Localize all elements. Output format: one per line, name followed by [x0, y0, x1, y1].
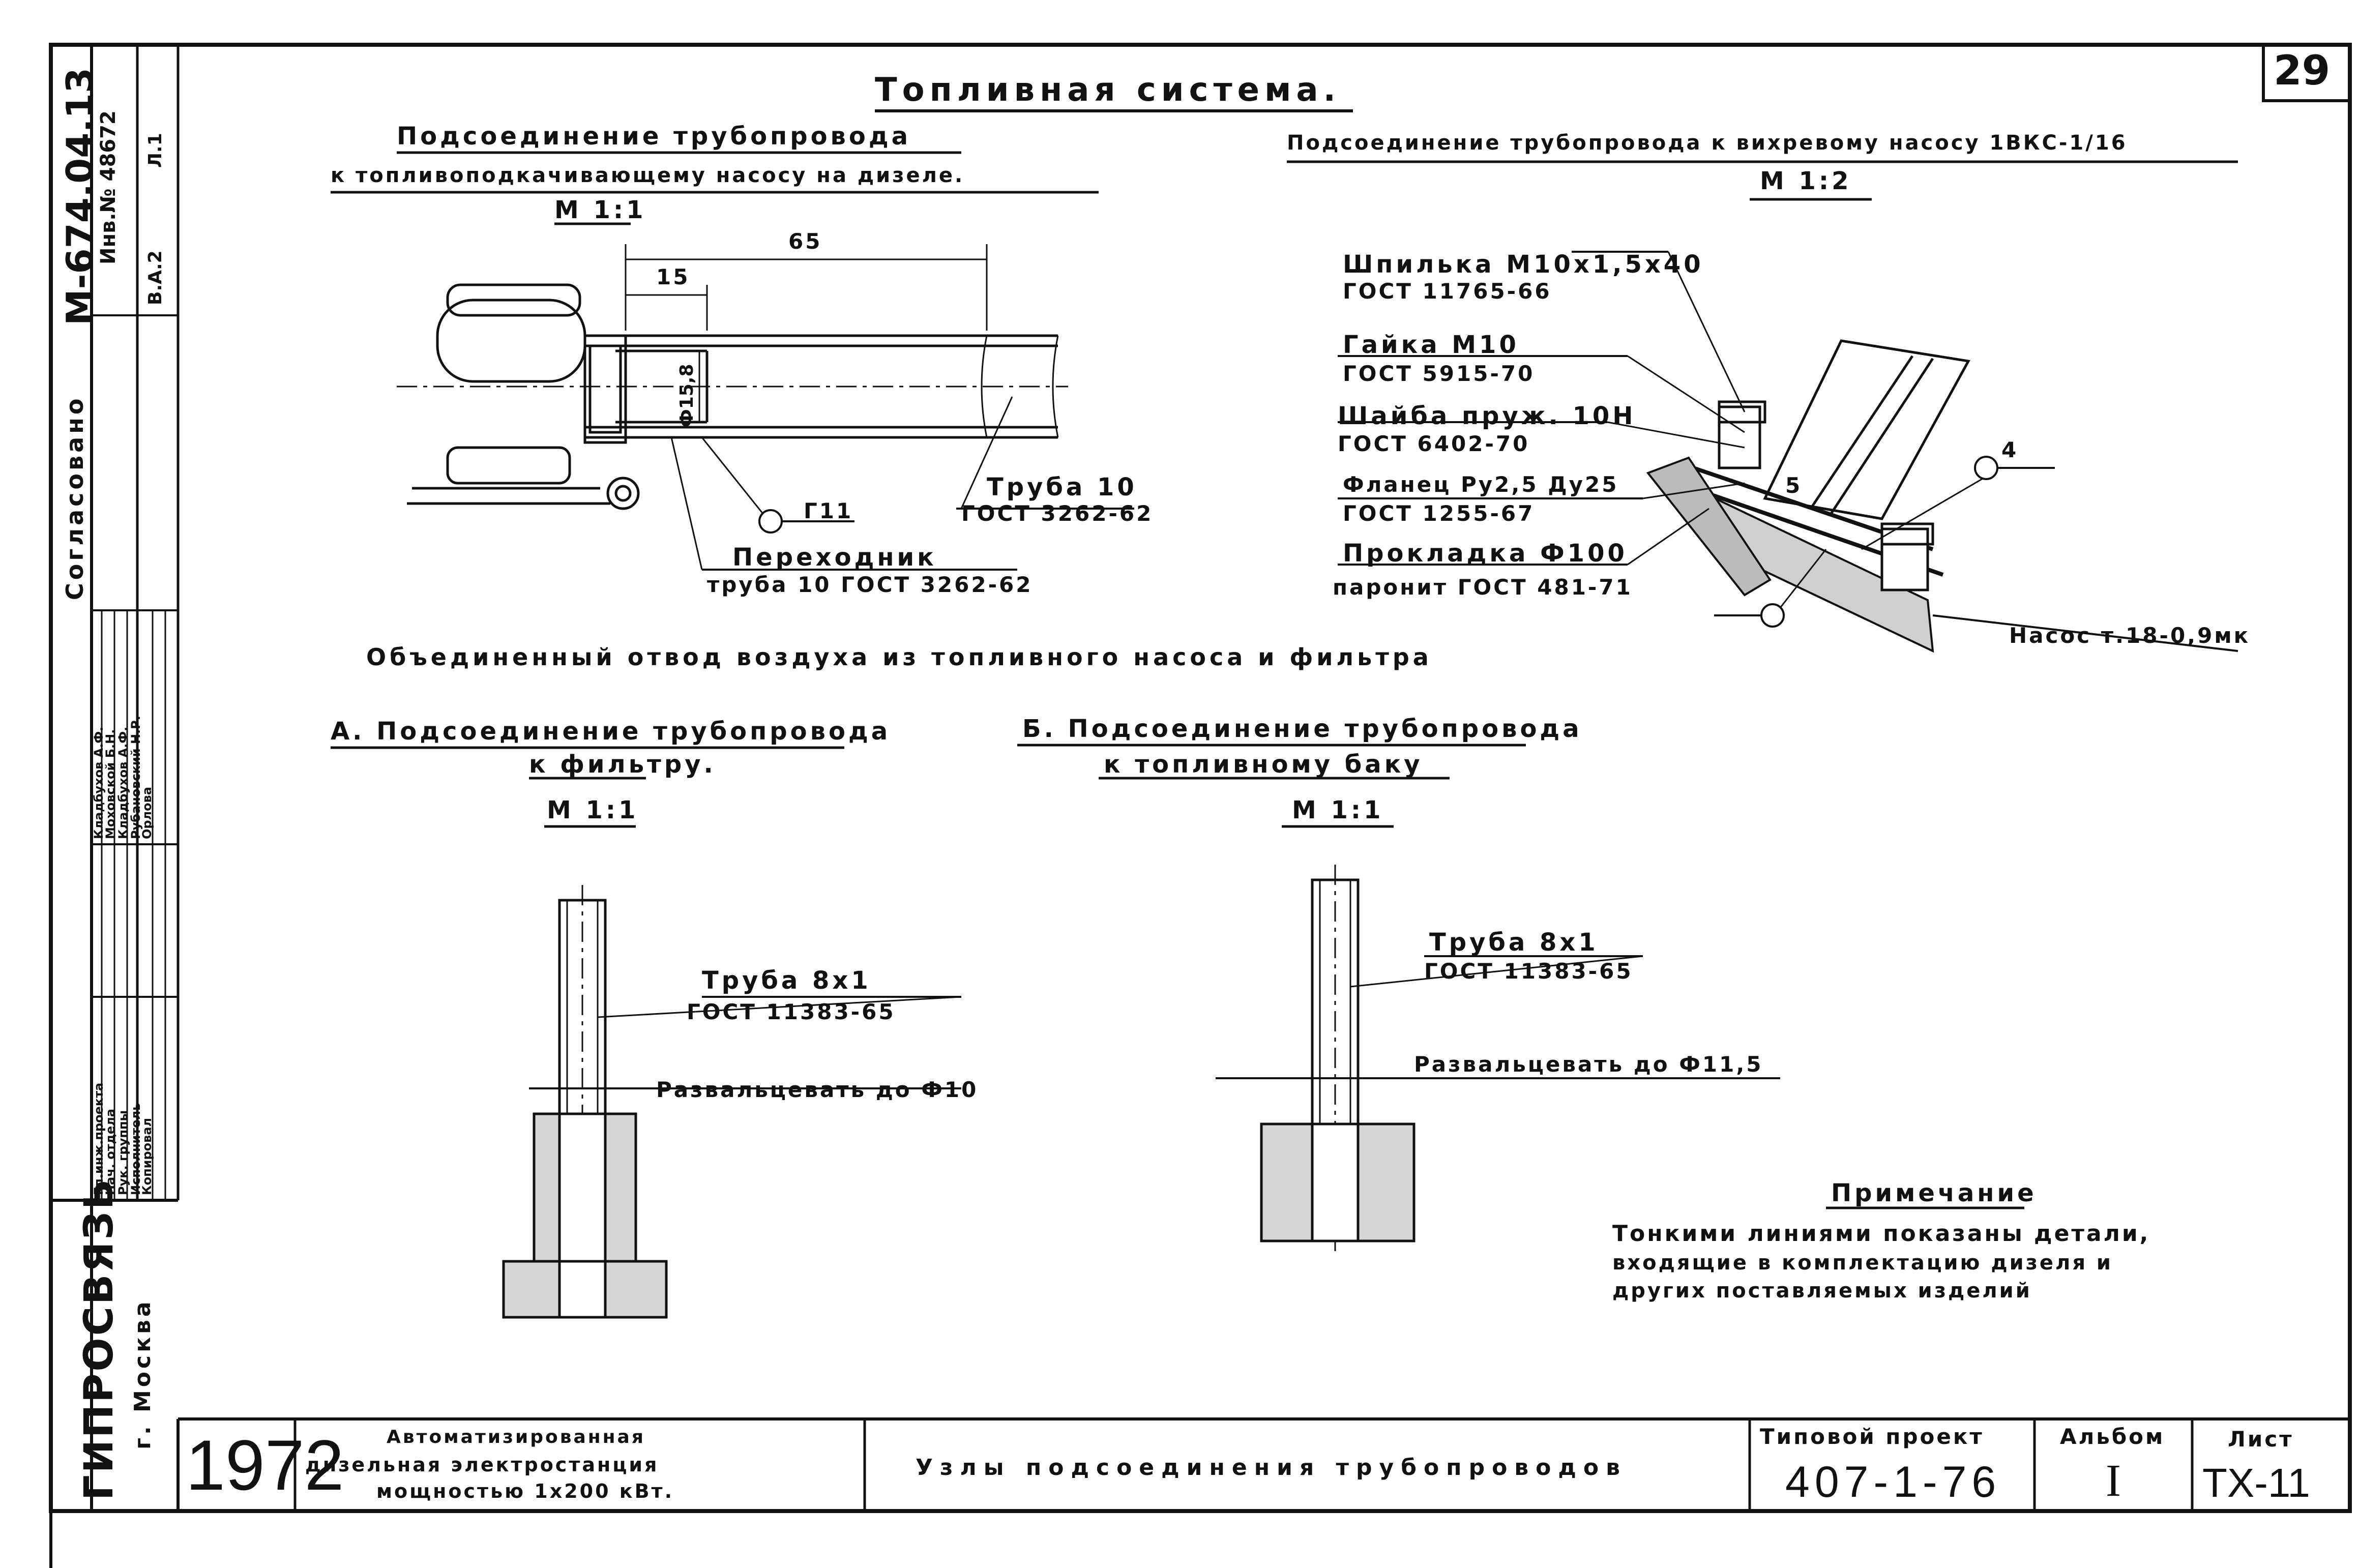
detail2-pump: Насос т.18-0,9мк: [2009, 623, 2251, 648]
detail1-diameter: Ф15,8: [676, 364, 697, 427]
detailB-heading-1: Б. Подсоединение трубопровода: [1022, 715, 1582, 743]
page-title: Топливная система.: [875, 71, 1341, 109]
detailA-heading-1: А. Подсоединение трубопровода: [331, 717, 891, 746]
role-4: Копировал: [140, 1117, 154, 1195]
album-number: I: [2106, 1456, 2121, 1506]
organization-name: ГИПРОСВЯЗЬ: [76, 1177, 122, 1500]
object-line-3: мощностью 1х200 кВт.: [376, 1480, 674, 1502]
stamp-v2: В.А.2: [145, 250, 166, 305]
organization-city: г. Москва: [130, 1298, 156, 1449]
detailB-flare: Развальцевать до Ф11,5: [1414, 1052, 1763, 1077]
detail1-adapter-spec: труба 10 ГОСТ 3262-62: [707, 572, 1033, 597]
name-1: Моховской Б.Н.: [103, 729, 117, 839]
detail2-stud-gost: ГОСТ 11765-66: [1343, 279, 1552, 304]
detailB-scale: М 1:1: [1292, 796, 1384, 824]
name-4: Орлова: [140, 786, 154, 839]
detailA-heading-2: к фильтру.: [529, 750, 716, 779]
detail2-flange: Фланец Ру2,5 Ду25: [1343, 472, 1619, 497]
detailB-drawing: [1216, 865, 1780, 1256]
detail2-flange-gost: ГОСТ 1255-67: [1343, 501, 1535, 526]
sheet-code: ТХ-11: [2202, 1460, 2310, 1505]
drawing-title: Узлы подсоединения трубопроводов: [916, 1455, 1627, 1481]
detail1-pipe: Труба 10: [987, 473, 1137, 501]
detail2-nut: Гайка М10: [1343, 331, 1519, 359]
detail1-heading-1: Подсоединение трубопровода: [397, 122, 911, 151]
note-line-1: Тонкими линиями показаны детали,: [1612, 1221, 2150, 1247]
detail2-dim-5: 5: [1785, 473, 1803, 498]
project-number: 407-1-76: [1785, 1458, 2001, 1506]
detail1-pipe-gost: ГОСТ 3262-62: [961, 501, 1154, 526]
note-line-3: других поставляемых изделий: [1612, 1279, 2032, 1303]
detail2-heading: Подсоединение трубопровода к вихревому н…: [1287, 131, 2128, 155]
detailA-flare: Развальцевать до Ф10: [656, 1077, 979, 1102]
detail2-gasket-spec: паронит ГОСТ 481-71: [1333, 575, 1633, 600]
stamp-l1: Л.1: [145, 133, 166, 168]
detail2-washer-gost: ГОСТ 6402-70: [1338, 431, 1530, 456]
inventory-number: Инв.№ 48672: [97, 110, 120, 264]
sheet-no-box: [2262, 43, 2351, 102]
detail1-dim-15: 15: [656, 264, 690, 289]
detail1-scale: М 1:1: [554, 196, 646, 224]
detail2-scale: М 1:2: [1760, 167, 1852, 195]
detail2-weld-size: 4: [2001, 437, 2019, 462]
project-label: Типовой проект: [1760, 1424, 1984, 1449]
detail1-adapter: Переходник: [732, 543, 937, 572]
detailA-drawing: [502, 885, 962, 1322]
detail2-washer: Шайба пруж. 10Н: [1338, 402, 1636, 430]
object-line-1: Автоматизированная: [387, 1427, 645, 1447]
detail1-heading-2: к топливоподкачивающему насосу на дизеле…: [331, 164, 965, 187]
sheet-label: Лист: [2228, 1427, 2294, 1452]
album-label: Альбом: [2060, 1424, 2165, 1449]
detail2-nut-gost: ГОСТ 5915-70: [1343, 361, 1535, 386]
detail2-stud: Шпилька М10х1,5х40: [1343, 250, 1704, 279]
detail1-weld: Г11: [804, 498, 853, 523]
soglasovano-label: Согласовано: [61, 395, 89, 600]
detail2-gasket: Прокладка Ф100: [1343, 539, 1628, 568]
detail1-drawing: [397, 244, 1134, 571]
detailB-pipe-gost: ГОСТ 11383-65: [1424, 959, 1633, 984]
detailA-pipe-gost: ГОСТ 11383-65: [687, 999, 896, 1024]
section-subtitle: Объединенный отвод воздуха из топливного…: [366, 643, 1432, 671]
sheet-number: 29: [2274, 47, 2331, 94]
detailA-scale: М 1:1: [547, 796, 639, 824]
detailB-heading-2: к топливному баку: [1104, 750, 1423, 779]
name-2: Кладбухов А.Ф.: [116, 726, 130, 839]
detailA-pipe: Труба 8х1: [702, 966, 871, 995]
detailB-pipe: Труба 8х1: [1429, 928, 1599, 957]
note-line-2: входящие в комплектацию дизеля и: [1612, 1251, 2113, 1275]
outer-frame: [49, 43, 2352, 1513]
year: 1972: [186, 1425, 344, 1505]
note-title: Примечание: [1831, 1179, 2037, 1207]
detail1-dim-65: 65: [788, 229, 822, 254]
doc-code: М-674.04.13: [58, 68, 101, 326]
detail2-drawing: [1338, 251, 2238, 653]
object-line-2: дизельная электростанция: [305, 1454, 659, 1476]
